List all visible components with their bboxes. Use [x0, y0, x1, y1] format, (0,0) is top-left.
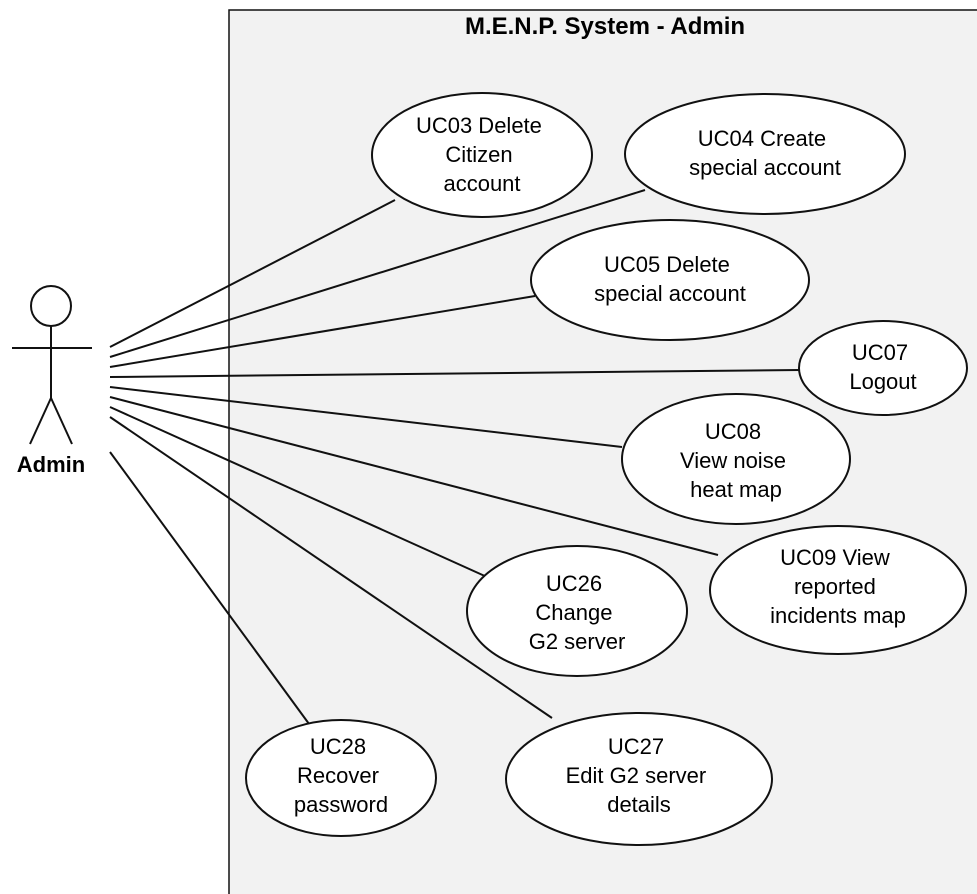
use-case-uc28: UC28 Recover password — [245, 719, 437, 837]
use-case-uc03: UC03 Delete Citizen account — [371, 92, 593, 218]
association-uc28 — [109, 451, 313, 729]
use-case-uc26: UC26 Change G2 server — [466, 545, 688, 677]
actor-right-leg — [50, 397, 73, 445]
uc07-line-1: UC07 — [852, 340, 908, 365]
uc28-line-3: password — [294, 792, 388, 817]
use-case-uc08: UC08 View noise heat map — [621, 393, 851, 525]
association-uc07 — [109, 369, 801, 378]
uc09-line-2: reported — [794, 574, 876, 599]
uc27-line-1: UC27 — [608, 734, 664, 759]
uc26-line-1: UC26 — [546, 571, 602, 596]
uc09-line-3: incidents map — [770, 603, 906, 628]
use-case-uc07: UC07 Logout — [798, 320, 968, 416]
uc07-line-2: Logout — [849, 369, 916, 394]
use-case-uc04: UC04 Create special account — [624, 93, 906, 215]
uc26-line-3: G2 server — [529, 629, 626, 654]
uc04-line-1: UC04 Create — [698, 126, 826, 151]
uc08-line-3: heat map — [690, 477, 782, 502]
uc08-line-1: UC08 — [705, 419, 761, 444]
svg-text:UC05 Delete special acco: UC05 Delete special account — [594, 252, 746, 306]
use-case-uc27: UC27 Edit G2 server details — [505, 712, 773, 846]
actor-head-icon — [30, 285, 72, 327]
association-uc03 — [109, 199, 396, 348]
association-uc05 — [109, 295, 536, 368]
actor-admin: Admin — [12, 285, 92, 477]
svg-text:UC04 Create special acco: UC04 Create special account — [689, 126, 841, 180]
association-uc08 — [109, 386, 623, 448]
uc09-line-1: UC09 View — [780, 545, 890, 570]
association-uc04 — [109, 189, 646, 358]
svg-text:UC28 Recover passw: UC28 Recover password — [294, 734, 388, 817]
use-case-uc05: UC05 Delete special account — [530, 219, 810, 341]
uc26-line-2: Change — [535, 600, 612, 625]
uc03-line-2: Citizen — [445, 142, 512, 167]
uc28-line-1: UC28 — [310, 734, 366, 759]
uc04-line-2: special account — [689, 155, 841, 180]
uc05-line-2: special account — [594, 281, 746, 306]
actor-label: Admin — [17, 452, 85, 477]
uc27-line-3: details — [607, 792, 671, 817]
svg-text:UC07 Logout: UC07 Logout — [849, 340, 916, 394]
uc03-line-3: account — [443, 171, 520, 196]
system-title: M.E.N.P. System - Admin — [465, 13, 745, 40]
svg-text:UC03 Delete Citizen: UC03 Delete Citizen account — [416, 113, 548, 196]
association-uc26 — [109, 406, 488, 578]
uc08-line-2: View noise — [680, 448, 786, 473]
uc05-line-1: UC05 Delete — [604, 252, 730, 277]
svg-text:UC26 Change G2 ser: UC26 Change G2 server — [529, 571, 626, 654]
actor-left-leg — [29, 397, 52, 445]
associations — [109, 189, 801, 729]
association-uc27 — [109, 416, 553, 719]
svg-text:UC08 View noise he: UC08 View noise heat map — [680, 419, 792, 502]
uc03-line-1: UC03 Delete — [416, 113, 542, 138]
association-uc09 — [109, 396, 719, 556]
svg-text:UC09 View reported: UC09 View reported incidents map — [770, 545, 906, 628]
use-case-uc09: UC09 View reported incidents map — [709, 525, 967, 655]
uc28-line-2: Recover — [297, 763, 379, 788]
uc27-line-2: Edit G2 server — [566, 763, 707, 788]
svg-text:UC27 Edit G2 server: UC27 Edit G2 server details — [566, 734, 713, 817]
